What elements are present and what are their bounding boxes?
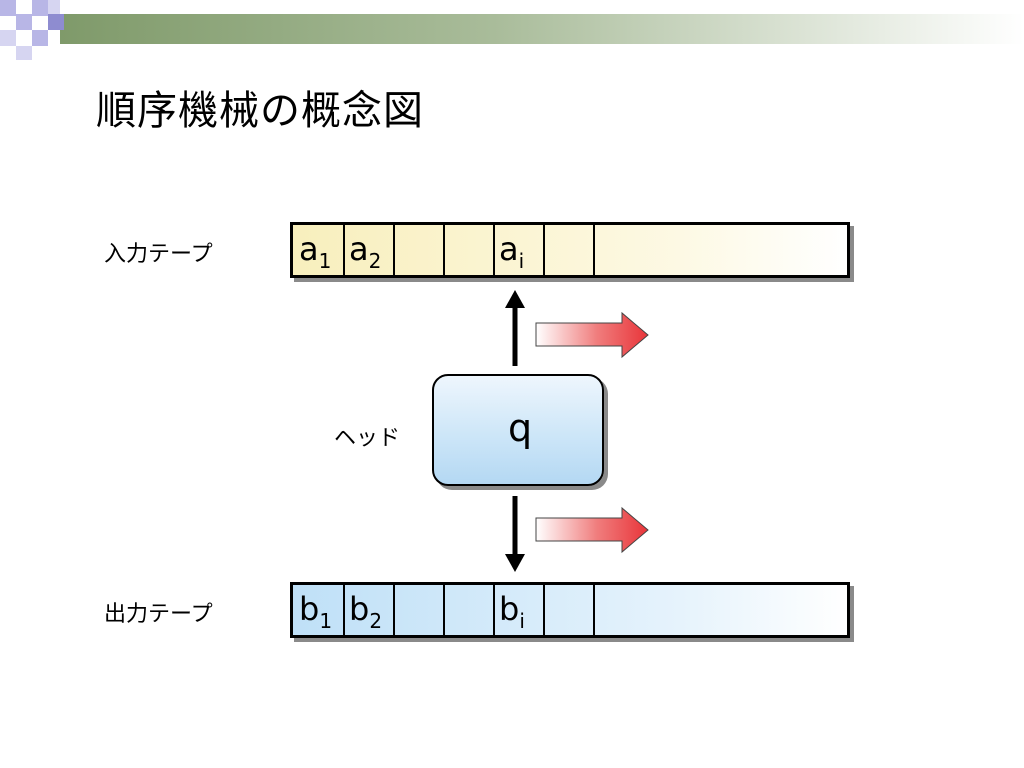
arrow-right-icon xyxy=(535,506,649,554)
tape-cell xyxy=(393,225,445,275)
output-tape-label: 出力テープ xyxy=(104,602,213,627)
tape-symbol: ai xyxy=(499,230,525,273)
arrow-up-icon xyxy=(505,290,525,366)
tape-cell xyxy=(393,585,445,635)
tape-symbol: bi xyxy=(499,590,525,633)
title-banner xyxy=(0,0,1024,60)
head-state: q xyxy=(507,406,533,450)
banner-stripe xyxy=(60,14,1024,44)
tape-cell xyxy=(493,225,545,275)
input-tape: a1 a2 ai xyxy=(290,222,850,278)
tape-cell xyxy=(493,585,545,635)
tape-symbol: b1 xyxy=(299,590,333,633)
slide-title: 順序機械の概念図 xyxy=(96,88,424,134)
tape-cell xyxy=(443,585,495,635)
tape-cell xyxy=(543,225,595,275)
arrow-down-icon xyxy=(505,496,525,572)
tape-symbol: a2 xyxy=(349,230,382,273)
head-label: ヘッド xyxy=(334,426,401,451)
head-box: q xyxy=(432,374,604,486)
tape-cell xyxy=(343,225,395,275)
tape-cell xyxy=(293,225,345,275)
tape-cell xyxy=(443,225,495,275)
input-tape-label: 入力テープ xyxy=(104,242,213,267)
output-tape: b1 b2 bi xyxy=(290,582,850,638)
banner-checker-icon xyxy=(0,0,64,60)
arrow-right-icon xyxy=(535,311,649,359)
tape-cell xyxy=(343,585,395,635)
tape-cell xyxy=(543,585,595,635)
tape-cell xyxy=(293,585,345,635)
tape-symbol: b2 xyxy=(349,590,383,633)
tape-symbol: a1 xyxy=(299,230,332,273)
